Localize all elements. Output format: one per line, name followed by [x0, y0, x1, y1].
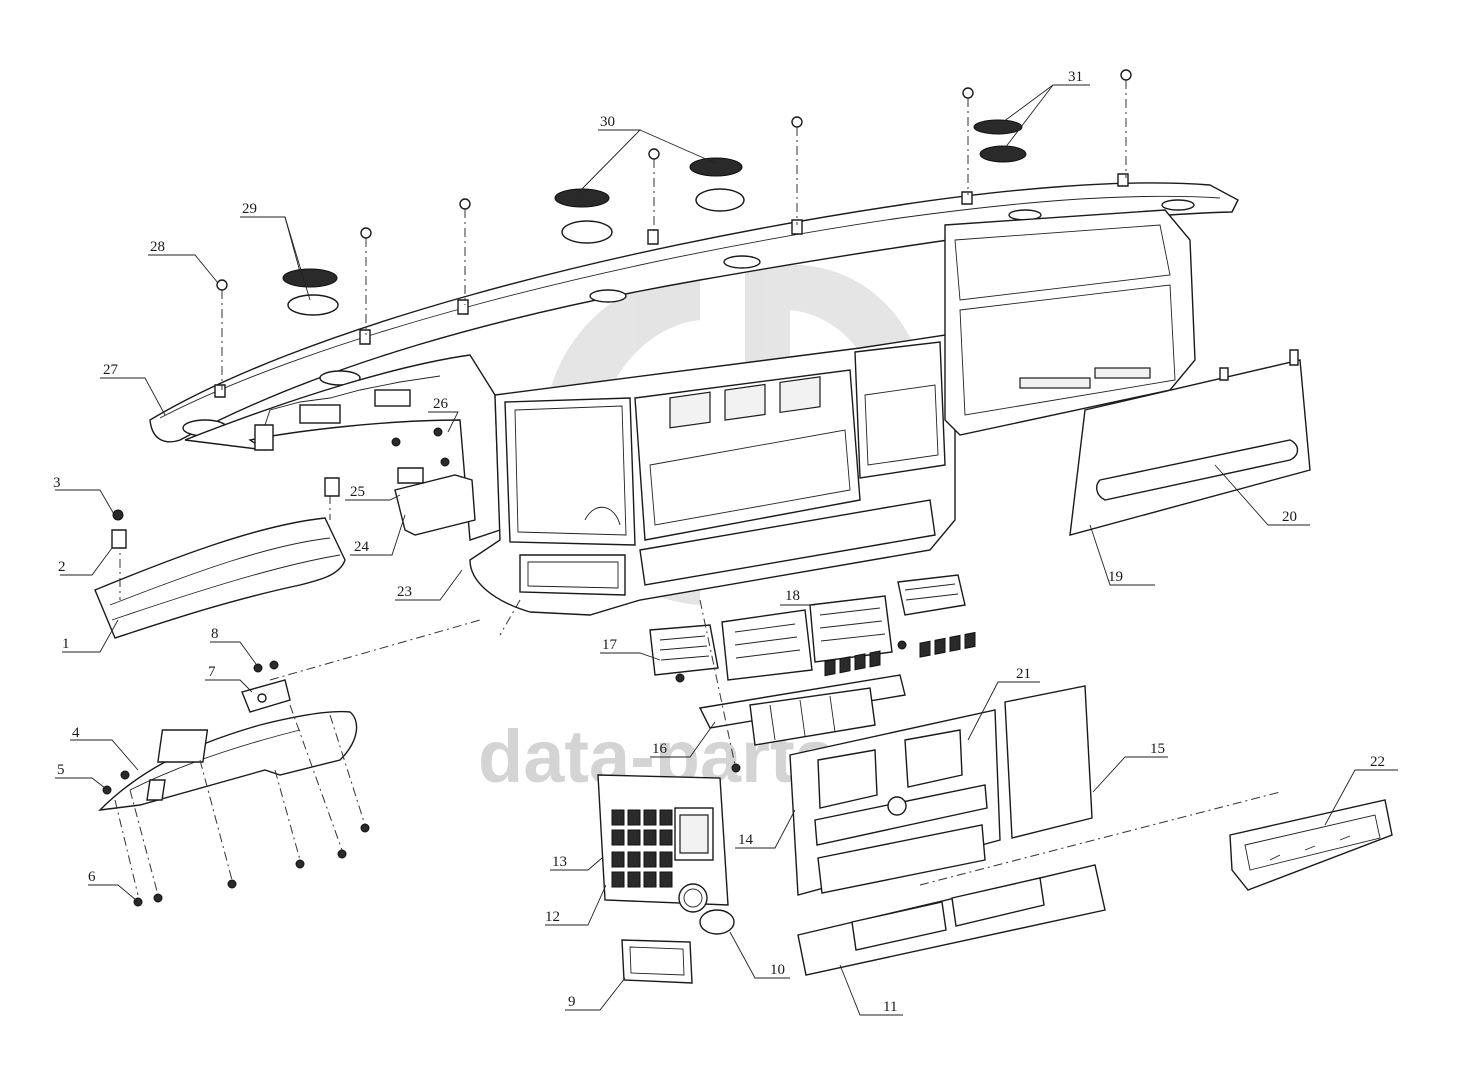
- callout-5: 5: [57, 762, 65, 778]
- round-cap: [699, 909, 735, 935]
- vent-assemblies: [649, 574, 966, 681]
- lower-vent-bracket: [698, 674, 906, 746]
- callout-15: 15: [1150, 741, 1165, 757]
- bracket-part: [241, 679, 291, 713]
- callout-22: 22: [1370, 754, 1385, 770]
- callout-29: 29: [242, 201, 257, 217]
- callout-3: 3: [53, 475, 61, 491]
- callout-8: 8: [211, 626, 219, 642]
- dashboard-right-housing: [944, 209, 1196, 436]
- callout-numbers: 1 2 3 4 5 6 7 8 9 10 11 12 13 14 15 16 1…: [53, 69, 1385, 1015]
- callout-10: 10: [770, 962, 785, 978]
- callout-11: 11: [883, 999, 897, 1015]
- center-lines: [114, 80, 1281, 896]
- center-control-panel: [789, 631, 1001, 896]
- callout-9: 9: [568, 994, 576, 1010]
- callout-12: 12: [545, 909, 560, 925]
- callout-7: 7: [208, 664, 216, 680]
- small-frame: [621, 939, 693, 984]
- bracket-box: [394, 467, 476, 536]
- callout-6: 6: [88, 869, 96, 885]
- callout-16: 16: [652, 741, 668, 757]
- lower-left-trim: [98, 710, 358, 811]
- fasteners: [102, 427, 907, 907]
- callout-17: 17: [602, 637, 618, 653]
- callout-14: 14: [738, 832, 754, 848]
- callout-25: 25: [350, 484, 365, 500]
- left-cover-panel: [94, 517, 346, 639]
- callout-24: 24: [354, 539, 370, 555]
- storage-tray: [1229, 799, 1393, 891]
- callout-20: 20: [1282, 509, 1297, 525]
- callout-31: 31: [1068, 69, 1083, 85]
- leader-lines: [55, 84, 1398, 1016]
- speaker-grilles: [282, 119, 1027, 316]
- callout-26: 26: [433, 396, 449, 412]
- callout-23: 23: [397, 584, 412, 600]
- callout-27: 27: [103, 362, 119, 378]
- callout-4: 4: [72, 725, 80, 741]
- dashboard-left-wall: [184, 354, 501, 541]
- button-row: [824, 631, 976, 677]
- callout-1: 1: [62, 636, 70, 652]
- callout-28: 28: [150, 239, 165, 255]
- callout-2: 2: [58, 559, 66, 575]
- callout-21: 21: [1016, 666, 1031, 682]
- lower-tray-panel: [797, 864, 1106, 976]
- callout-30: 30: [600, 114, 615, 130]
- switch-grid: [611, 809, 673, 888]
- right-blank-panel: [1004, 685, 1093, 839]
- callout-19: 19: [1108, 569, 1123, 585]
- callout-13: 13: [552, 854, 567, 870]
- dashboard-central-housing: [469, 334, 956, 616]
- callout-18: 18: [785, 588, 800, 604]
- glovebox-lid: [1069, 349, 1311, 536]
- switch-panel-left: [597, 774, 729, 913]
